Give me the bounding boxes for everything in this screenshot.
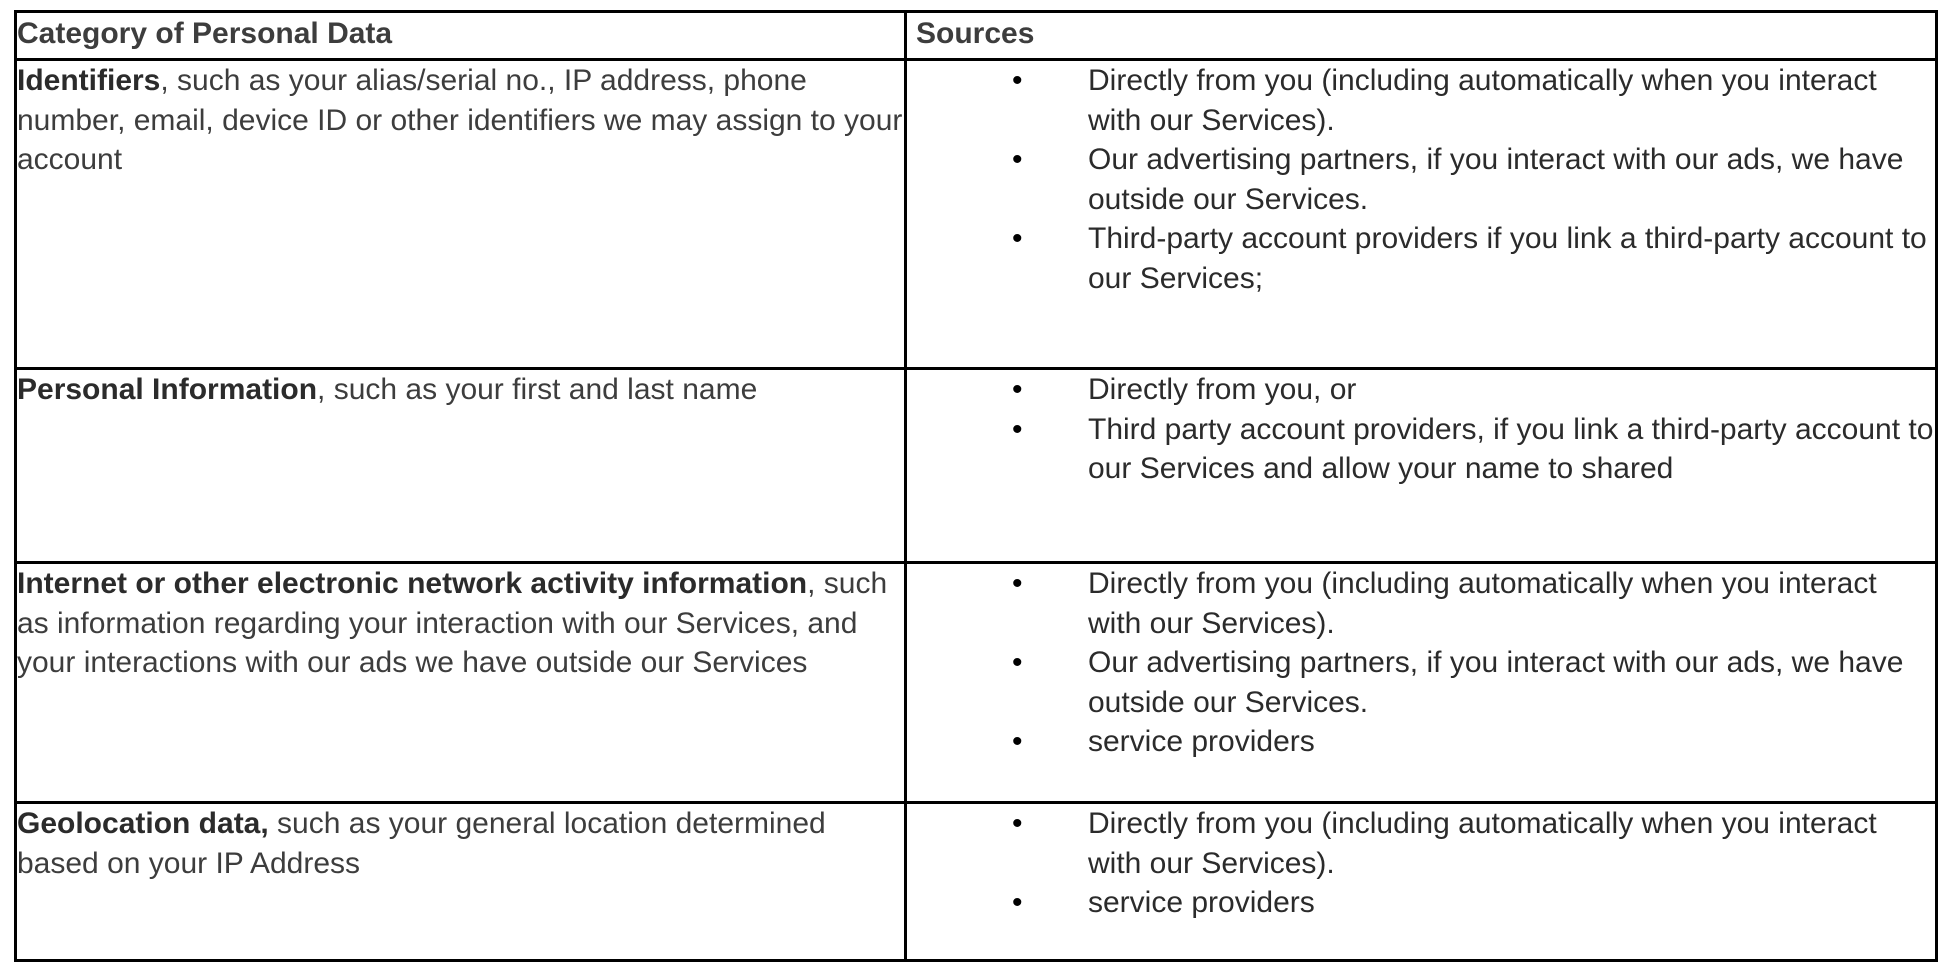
- category-lead-identifiers: Identifiers: [17, 64, 161, 97]
- table-header: Category of Personal Data Sources: [14, 10, 1938, 61]
- table-body: Identifiers, such as your alias/serial n…: [14, 58, 1938, 962]
- category-cell-identifiers: Identifiers, such as your alias/serial n…: [14, 58, 907, 370]
- category-rest-personal-information: , such as your first and last name: [317, 373, 758, 406]
- table-row: Internet or other electronic network act…: [14, 561, 1938, 804]
- category-cell-internet-activity: Internet or other electronic network act…: [14, 561, 907, 804]
- bullet-icon: •: [1012, 646, 1023, 679]
- bullet-icon: •: [1012, 725, 1023, 758]
- bullet-icon: •: [1012, 222, 1023, 255]
- source-text: Third party account providers, if you li…: [1088, 412, 1934, 486]
- list-item: • Our advertising partners, if you inter…: [1012, 643, 1935, 722]
- category-lead-geolocation: Geolocation data,: [17, 807, 269, 840]
- source-text: service providers: [1088, 725, 1315, 758]
- bullet-icon: •: [1012, 886, 1023, 919]
- column-header-sources: Sources: [904, 10, 1938, 61]
- category-cell-personal-information: Personal Information, such as your first…: [14, 367, 907, 564]
- category-cell-geolocation: Geolocation data, such as your general l…: [14, 801, 907, 962]
- category-lead-personal-information: Personal Information: [17, 373, 318, 406]
- source-text: Directly from you (including automatical…: [1088, 567, 1877, 640]
- sources-cell-geolocation: • Directly from you (including automatic…: [904, 801, 1938, 962]
- source-text: Directly from you (including automatical…: [1088, 64, 1877, 137]
- bullet-icon: •: [1012, 807, 1023, 840]
- bullet-icon: •: [1012, 567, 1023, 600]
- source-text: service providers: [1088, 886, 1315, 919]
- list-item: • Directly from you (including automatic…: [1012, 564, 1935, 643]
- source-text: Directly from you (including automatical…: [1088, 807, 1877, 880]
- source-text: Directly from you, or: [1088, 373, 1357, 406]
- bullet-icon: •: [1012, 143, 1023, 176]
- sources-cell-internet-activity: • Directly from you (including automatic…: [904, 561, 1938, 804]
- list-item: • service providers: [1012, 722, 1935, 762]
- list-item: • Directly from you, or: [1012, 370, 1935, 410]
- list-item: • Third-party account providers if you l…: [1012, 219, 1935, 298]
- sources-list: • Directly from you (including automatic…: [907, 61, 1935, 298]
- source-text: Our advertising partners, if you interac…: [1088, 646, 1904, 719]
- sources-cell-personal-information: • Directly from you, or • Third party ac…: [904, 367, 1938, 564]
- category-rest-geolocation: such as your general location determined…: [17, 807, 826, 880]
- personal-data-sources-table: Category of Personal Data Sources Identi…: [14, 10, 1938, 962]
- table-row: Geolocation data, such as your general l…: [14, 801, 1938, 962]
- table-row: Personal Information, such as your first…: [14, 367, 1938, 564]
- table-row: Identifiers, such as your alias/serial n…: [14, 58, 1938, 370]
- category-rest-identifiers: , such as your alias/serial no., IP addr…: [17, 64, 903, 176]
- sources-list: • Directly from you (including automatic…: [907, 804, 1935, 923]
- category-lead-internet-activity: Internet or other electronic network act…: [17, 567, 808, 600]
- list-item: • Third party account providers, if you …: [1012, 410, 1935, 489]
- list-item: • Directly from you (including automatic…: [1012, 804, 1935, 883]
- list-item: • Our advertising partners, if you inter…: [1012, 140, 1935, 219]
- bullet-icon: •: [1012, 412, 1023, 446]
- sources-list: • Directly from you (including automatic…: [907, 564, 1935, 762]
- list-item: • service providers: [1012, 883, 1935, 923]
- bullet-icon: •: [1012, 373, 1023, 406]
- source-text: Third-party account providers if you lin…: [1088, 222, 1927, 295]
- list-item: • Directly from you (including automatic…: [1012, 61, 1935, 140]
- column-header-category: Category of Personal Data: [14, 10, 907, 61]
- sources-cell-identifiers: • Directly from you (including automatic…: [904, 58, 1938, 370]
- sources-list: • Directly from you, or • Third party ac…: [907, 370, 1935, 489]
- bullet-icon: •: [1012, 64, 1023, 97]
- category-rest-internet-activity: , such as information regarding your int…: [17, 567, 888, 679]
- table-header-row: Category of Personal Data Sources: [14, 10, 1938, 61]
- source-text: Our advertising partners, if you interac…: [1088, 143, 1904, 216]
